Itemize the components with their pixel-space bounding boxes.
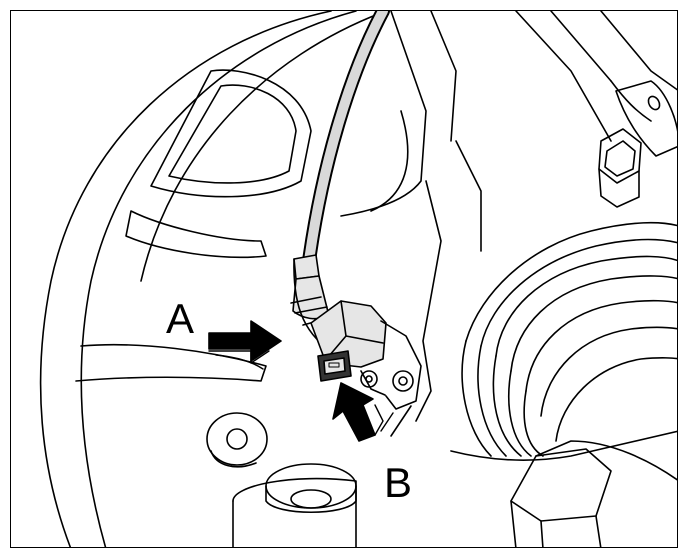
connector-locking-tab [317, 350, 352, 382]
wheel-rim [39, 11, 387, 547]
callout-b-leader [390, 405, 412, 437]
arrow-right-icon [208, 320, 282, 370]
steering-knuckle [340, 11, 677, 422]
hub-cap [232, 463, 357, 547]
hex-bolt [598, 128, 642, 208]
callout-label-b: B [384, 459, 413, 506]
sensor-mount [360, 320, 422, 410]
sensor-cable [302, 11, 390, 268]
cv-boot [450, 221, 677, 461]
wheel-sensor-illustration [39, 11, 677, 547]
illustration-frame: A B [10, 10, 678, 548]
drive-shaft-nut [510, 440, 677, 547]
arrow-up-icon [332, 382, 394, 442]
cable-sleeve [290, 254, 334, 352]
washer [206, 412, 268, 468]
callout-label-a: A [166, 295, 195, 342]
disc-openings [75, 69, 312, 382]
